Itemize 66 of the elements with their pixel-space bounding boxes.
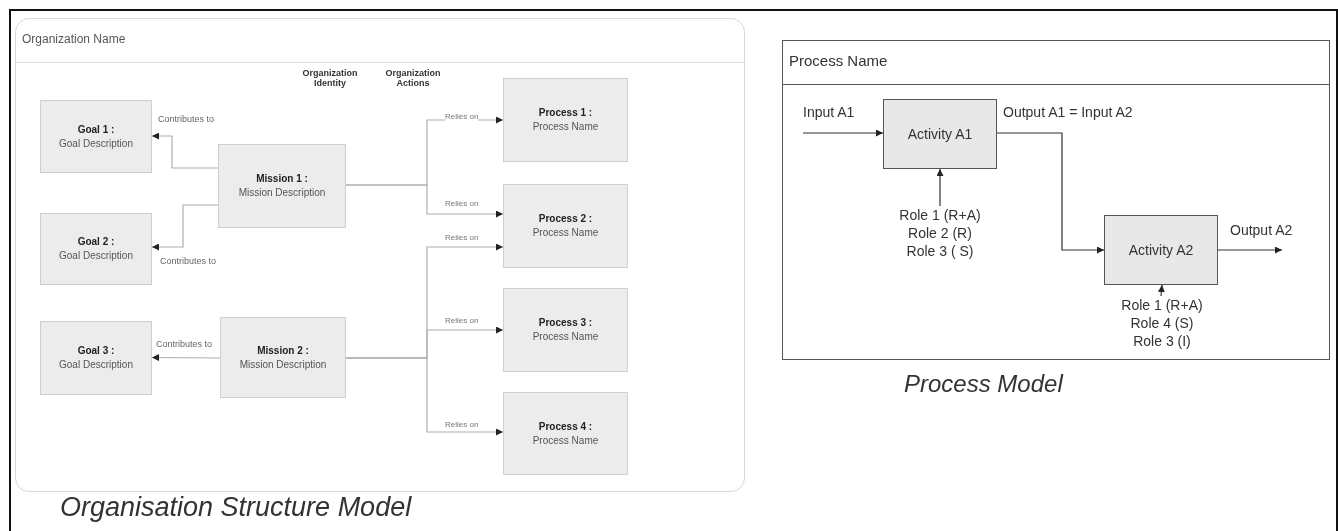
column-heading: Organization Actions [384,68,442,89]
edge-label: Relies on [445,316,479,325]
process-box [503,288,628,372]
box-title: Process 3 : [538,316,593,330]
edge-label: Contributes to [156,339,213,349]
process-box [503,184,628,268]
box-title: Mission 2 : [257,343,309,358]
container-title: Organization Name [16,19,744,63]
box-text: Mission Description [238,186,326,200]
box-text: Goal Description [59,249,133,263]
arrow [151,132,219,169]
box-title: Process 4 : [538,419,593,434]
box-title: Goal 3 : [77,344,115,358]
process-box [220,317,346,398]
edge-label: Contributes to [158,114,215,124]
caption-text: Organisation Structure Model [60,492,412,524]
container-title: Process Name [783,41,1329,85]
organization-panel [15,18,745,492]
box-title: Process 2 : [538,212,593,226]
process-box [40,213,152,285]
box-text: Process Name [532,330,599,344]
process-frame [782,40,1330,360]
edge-label: Relies on [445,233,479,242]
box-text: Goal Description [59,136,133,151]
arrow [151,204,219,251]
box-title: Goal 1 : [77,122,115,137]
role-text: Role 3 (I) [1133,332,1191,350]
arrow [1157,284,1165,297]
activity-box [883,99,997,169]
box-text: Process Name [532,433,599,448]
box-text: Goal Description [59,358,133,372]
role-text: Role 1 (R+A) [1121,296,1203,314]
role-text: Role 1 (R+A) [899,206,981,224]
arrow [1217,246,1283,254]
edge-label: Relies on [445,420,479,429]
edge-label: Input A1 [803,104,855,120]
arrow [802,129,884,137]
process-box [40,100,152,173]
caption-text: Process Model [904,370,1063,398]
box-text: Mission Description [239,357,327,372]
role-text: Role 2 (R) [908,224,972,242]
process-box [218,144,346,228]
box-title: Process 1 : [538,106,593,120]
edge-label: Contributes to [160,256,217,266]
edge-label: Output A1 = Input A2 [1003,104,1133,120]
arrow [996,132,1105,254]
box-text: Activity A2 [1128,242,1194,258]
column-heading: Organization Identity [301,68,359,89]
edge-label: Relies on [445,199,479,208]
arrow [151,354,221,362]
arrow [936,168,944,207]
box-text: Activity A1 [907,126,973,142]
role-text: Role 4 (S) [1130,314,1194,332]
box-title: Mission 1 : [256,172,308,186]
process-box [503,392,628,475]
process-box [40,321,152,395]
edge-label: Output A2 [1230,222,1293,238]
role-text: Role 3 ( S) [906,242,974,260]
activity-box [1104,215,1218,285]
box-text: Process Name [532,120,599,134]
box-title: Goal 2 : [77,235,115,249]
arrow [345,184,504,218]
edge-label: Relies on [445,112,479,121]
process-box [503,78,628,162]
box-text: Process Name [532,226,599,240]
arrow [345,357,504,436]
